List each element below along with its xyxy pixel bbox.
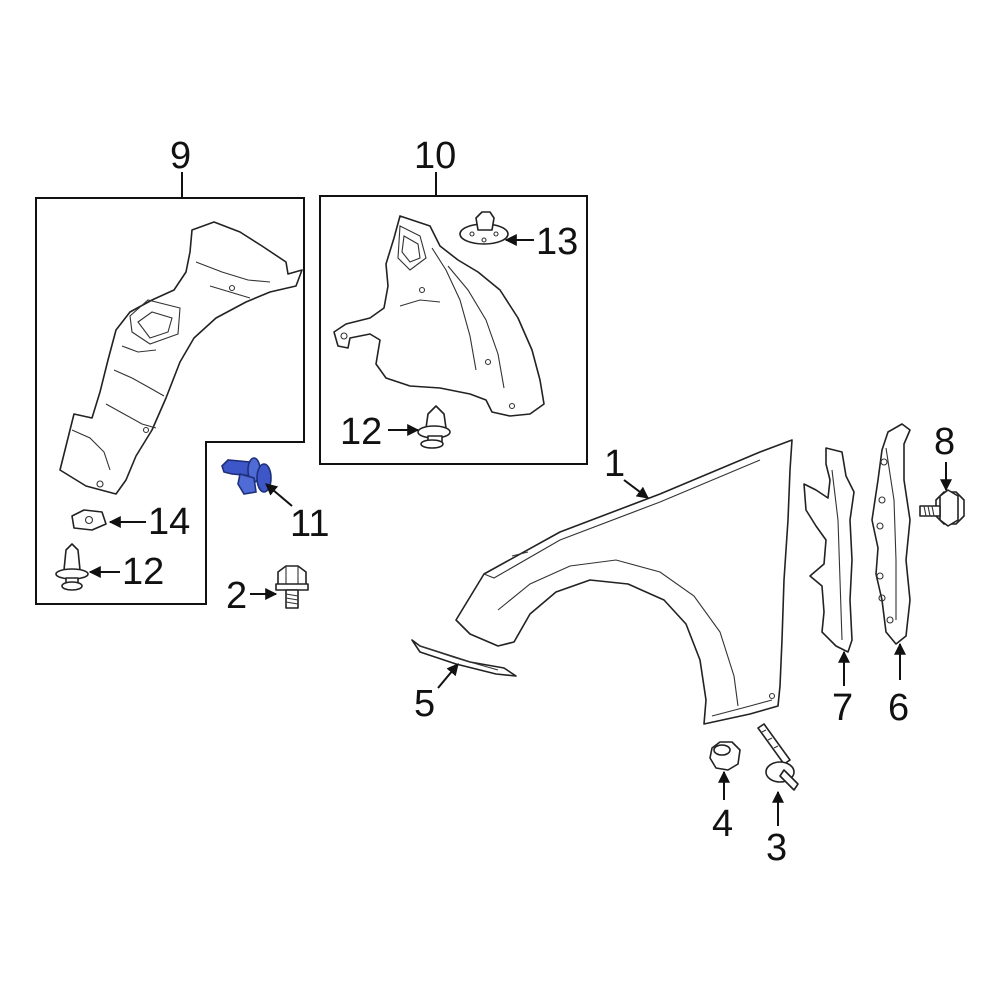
callout-2: 2: [226, 575, 247, 617]
fender-panel[interactable]: [455, 439, 793, 725]
callout-8: 8: [934, 421, 955, 463]
inner-fender-liner-front[interactable]: [59, 221, 303, 495]
callout-7: 7: [832, 687, 853, 729]
part-13-retainer[interactable]: [459, 211, 509, 245]
part-6-bracket[interactable]: [871, 423, 911, 645]
part-11-leader: [265, 483, 293, 507]
inner-fender-liner-rear[interactable]: [333, 215, 545, 417]
part-5-molding[interactable]: [411, 639, 517, 677]
callout-14: 14: [148, 501, 190, 543]
callout-4: 4: [712, 803, 733, 845]
part-11-clip-highlighted[interactable]: [221, 457, 272, 495]
part-4-nut[interactable]: [709, 741, 741, 771]
callout-1: 1: [604, 443, 625, 485]
callout-12-left: 12: [122, 551, 164, 593]
callout-10: 10: [414, 135, 456, 177]
part-12-clip-right[interactable]: [417, 405, 451, 449]
part-5-leader: [437, 663, 459, 689]
part-12-clip-left[interactable]: [55, 543, 89, 591]
part-8-bolt[interactable]: [919, 489, 965, 527]
callout-12-right: 12: [340, 411, 382, 453]
callout-11: 11: [290, 503, 329, 545]
part-3-stud[interactable]: [757, 723, 799, 791]
callout-3: 3: [766, 827, 787, 869]
part-14-nut[interactable]: [71, 509, 107, 531]
part-1-leader: [623, 479, 649, 499]
callout-9: 9: [170, 135, 191, 177]
group-10-frame: [319, 195, 588, 465]
callout-5: 5: [414, 683, 435, 725]
part-2-bolt[interactable]: [275, 565, 309, 609]
part-7-insulator[interactable]: [803, 447, 855, 653]
callout-6: 6: [888, 687, 909, 729]
callout-13: 13: [536, 221, 578, 263]
group-9-frame: [35, 197, 305, 605]
